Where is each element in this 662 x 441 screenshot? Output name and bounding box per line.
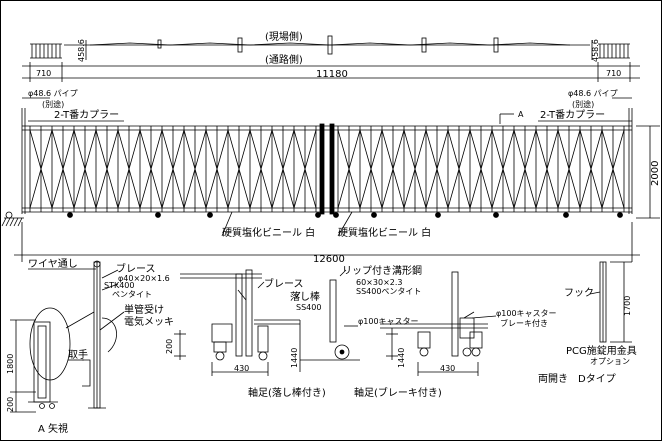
foot-height-left: 1440: [290, 348, 299, 368]
section-mark: A: [518, 110, 524, 119]
caster-right-label: φ100キャスター: [496, 309, 557, 318]
top-view-end-width-right: 710: [606, 69, 621, 78]
drop-bar-material: SS400: [296, 303, 321, 312]
coupler-right-label: 2-T番カプラー: [540, 109, 605, 121]
lock-subtitle: オプション: [590, 357, 630, 366]
caster-left-label: φ100キャスター: [358, 317, 419, 326]
caster-wheels: [67, 212, 623, 218]
foot-dim-left: 430: [234, 364, 249, 373]
pipe-holder-label: 単管受け: [124, 303, 164, 316]
post-height: 1800: [6, 354, 15, 374]
hook-label: フック: [564, 287, 594, 299]
coupler-left-label: 2-T番カプラー: [54, 109, 119, 121]
top-view-site-side: (現場側): [265, 30, 303, 43]
wire-label: ワイヤ通し: [28, 258, 78, 270]
foot-brace-label: ブレース: [264, 277, 304, 290]
top-view-road-side: (通路側): [265, 53, 303, 66]
front-view: [1, 97, 660, 262]
channel-size: 60×30×2.3: [356, 278, 403, 287]
top-view-depth-right: 458.6: [591, 39, 600, 62]
foot-height-200: 200: [165, 339, 174, 354]
caster-brake-label: ブレーキ付き: [500, 318, 548, 328]
plating-label: 電気メッキ: [124, 315, 174, 328]
front-view-total-length: 12600: [313, 254, 345, 265]
lock-title: PCG施錠用金具: [566, 344, 637, 357]
post-detail: [10, 260, 125, 413]
view-a-label: A 矢視: [38, 422, 68, 435]
gate-type: 両開き Dタイプ: [538, 373, 616, 385]
post-spec-1: STK400: [104, 281, 134, 290]
channel-spec: SS400ペンタイト: [356, 287, 421, 296]
handle-label: 取手: [68, 348, 88, 361]
panel-material-1: 硬質塩化ビニール 白: [222, 226, 315, 239]
top-view-left-block: [30, 43, 62, 59]
pipe-right-label: φ48.6 パイプ: [568, 89, 618, 98]
top-view-depth-left: 458.6: [77, 39, 86, 62]
brace-spec: φ40×20×1.6: [118, 274, 170, 283]
top-view: [22, 35, 640, 82]
foot-height-right: 1440: [397, 348, 406, 368]
ground-hatch: [1, 211, 24, 227]
pipe-left-note: (別途): [42, 99, 64, 109]
post-base-height: 200: [6, 397, 15, 412]
front-view-height: 2000: [650, 161, 661, 186]
panel-material-2: 硬質塩化ビニール 白: [338, 226, 431, 239]
top-view-total-width: 11180: [316, 69, 348, 80]
lock-height: 1700: [623, 296, 632, 316]
drop-bar-label: 落し棒: [290, 290, 320, 303]
lattice-panels: [29, 123, 625, 215]
lock-detail: [589, 261, 632, 343]
foot-dim-right: 430: [440, 364, 455, 373]
brace-label: ブレース: [116, 262, 156, 275]
pipe-left-label: φ48.6 パイプ: [28, 89, 78, 98]
foot-detail: [174, 269, 497, 376]
top-view-end-width-left: 710: [36, 69, 51, 78]
pipe-right-note: (別途): [572, 99, 594, 109]
foot-caption-right: 軸足(ブレーキ付き): [354, 386, 442, 399]
top-view-right-block: [598, 43, 630, 59]
foot-caption-left: 軸足(落し棒付き): [248, 386, 326, 399]
post-spec-2: ペンタイト: [112, 290, 152, 299]
channel-label: リップ付き溝形鋼: [342, 264, 422, 277]
